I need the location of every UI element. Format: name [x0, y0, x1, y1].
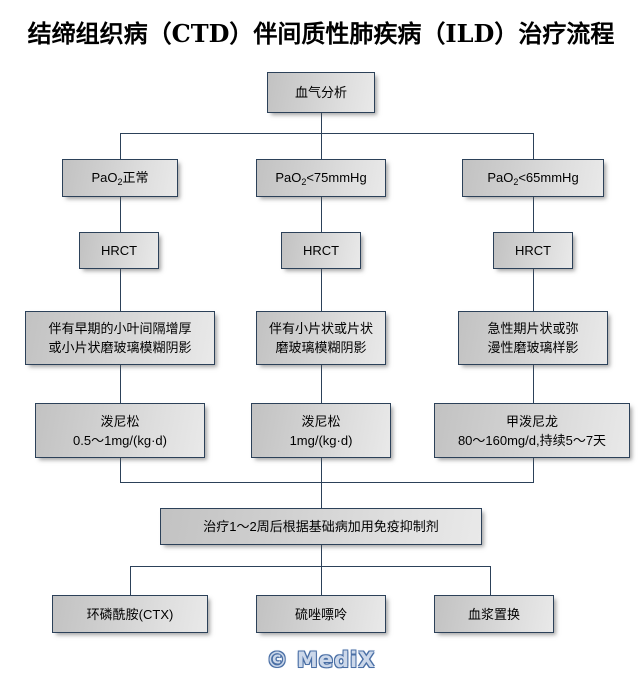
- connector-branch-mid: [321, 133, 322, 159]
- connector-branch-bus: [120, 133, 534, 134]
- node-label-line2: 0.5～1mg/(kg·d): [73, 432, 167, 448]
- subscript: 2: [301, 176, 307, 187]
- node-pao2-normal[interactable]: PaO2正常: [62, 159, 178, 197]
- page-title: 结缔组织病（CTD）伴间质性肺疾病（ILD）治疗流程: [27, 19, 615, 48]
- node-hrct-3[interactable]: HRCT: [493, 232, 573, 269]
- connector-branch2-hrct: [321, 197, 322, 232]
- node-label: 急性期片状或弥 漫性磨玻璃样影: [463, 319, 603, 357]
- subscript: 2: [117, 176, 123, 187]
- node-label-line2: 磨玻璃模糊阴影: [275, 340, 367, 355]
- node-label: PaO2正常: [91, 169, 149, 187]
- node-label-line1: 急性期片状或弥: [487, 321, 579, 336]
- node-label: 治疗1～2周后根据基础病加用免疫抑制剂: [203, 519, 439, 534]
- node-label: HRCT: [302, 243, 340, 258]
- node-label-line2: 80～160mg/d,持续5～7天: [457, 432, 607, 448]
- node-agent-azathioprine[interactable]: 硫唑嘌呤: [256, 595, 386, 633]
- connector-merge-bus: [120, 482, 534, 483]
- node-label: 伴有早期的小叶间隔增厚 或小片状磨玻璃模糊阴影: [30, 319, 210, 357]
- node-label: 硫唑嘌呤: [294, 606, 347, 622]
- connector-hrct1-finding: [120, 269, 121, 311]
- node-label: 泼尼松 0.5～1mg/(kg·d): [40, 412, 200, 450]
- node-label: 泼尼松 1mg/(kg·d): [256, 412, 386, 450]
- node-treatment-prednisone-low[interactable]: 泼尼松 0.5～1mg/(kg·d): [35, 403, 205, 458]
- node-hrct-2[interactable]: HRCT: [281, 232, 361, 269]
- node-label: 血浆置换: [467, 606, 520, 622]
- connector-finding1-treatment: [120, 365, 121, 403]
- node-finding-3[interactable]: 急性期片状或弥 漫性磨玻璃样影: [458, 311, 608, 365]
- node-label: 伴有小片状或片状 磨玻璃模糊阴影: [261, 319, 381, 357]
- node-label: HRCT: [514, 243, 552, 258]
- node-label-line1: 甲泼尼龙: [505, 413, 558, 429]
- node-treatment-methylprednisolone[interactable]: 甲泼尼龙 80～160mg/d,持续5～7天: [434, 403, 630, 458]
- node-label: PaO2<75mmHg: [275, 169, 367, 187]
- node-blood-gas-analysis[interactable]: 血气分析: [267, 72, 375, 113]
- connector-merge-followup: [321, 482, 322, 508]
- node-label-line2: 1mg/(kg·d): [289, 432, 353, 448]
- connector-treatment3-merge: [533, 458, 534, 482]
- subscript: 2: [513, 176, 519, 187]
- connector-branch3-hrct: [533, 197, 534, 232]
- node-label: 甲泼尼龙 80～160mg/d,持续5～7天: [439, 412, 625, 450]
- connector-agent-right: [490, 566, 491, 595]
- node-pao2-lt65[interactable]: PaO2<65mmHg: [462, 159, 604, 197]
- connector-treatment1-merge: [120, 458, 121, 482]
- node-label-line2: 或小片状磨玻璃模糊阴影: [48, 340, 192, 355]
- connector-hrct2-finding: [321, 269, 322, 311]
- node-finding-1[interactable]: 伴有早期的小叶间隔增厚 或小片状磨玻璃模糊阴影: [25, 311, 215, 365]
- connector-treatment2-merge: [321, 458, 322, 482]
- node-label-line1: 伴有小片状或片状: [268, 321, 373, 336]
- connector-followup-down: [321, 545, 322, 566]
- node-label: 环磷酰胺(CTX): [86, 606, 174, 622]
- connector-branch-left: [120, 133, 121, 159]
- connector-hrct3-finding: [533, 269, 534, 311]
- connector-agent-left: [130, 566, 131, 595]
- connector-finding2-treatment: [321, 365, 322, 403]
- node-pao2-lt75[interactable]: PaO2<75mmHg: [256, 159, 386, 197]
- watermark: © MediX: [266, 648, 376, 672]
- connector-branch-right: [533, 133, 534, 159]
- node-label: HRCT: [100, 243, 138, 258]
- node-label-line1: 伴有早期的小叶间隔增厚: [48, 321, 192, 336]
- node-agent-plasma-exchange[interactable]: 血浆置换: [434, 595, 554, 633]
- node-followup-immunosuppressant[interactable]: 治疗1～2周后根据基础病加用免疫抑制剂: [160, 508, 482, 545]
- connector-branch1-hrct: [120, 197, 121, 232]
- node-label: PaO2<65mmHg: [487, 169, 579, 187]
- node-label-line2: 漫性磨玻璃样影: [487, 340, 579, 355]
- node-label: 血气分析: [294, 85, 347, 100]
- node-agent-cyclophosphamide[interactable]: 环磷酰胺(CTX): [52, 595, 208, 633]
- node-finding-2[interactable]: 伴有小片状或片状 磨玻璃模糊阴影: [256, 311, 386, 365]
- connector-finding3-treatment: [533, 365, 534, 403]
- node-label-line1: 泼尼松: [100, 413, 140, 429]
- connector-agent-bus: [130, 566, 490, 567]
- node-hrct-1[interactable]: HRCT: [79, 232, 159, 269]
- node-label-line1: 泼尼松: [301, 413, 341, 429]
- node-treatment-prednisone-standard[interactable]: 泼尼松 1mg/(kg·d): [251, 403, 391, 458]
- connector-root-down: [321, 113, 322, 134]
- connector-agent-mid: [321, 566, 322, 595]
